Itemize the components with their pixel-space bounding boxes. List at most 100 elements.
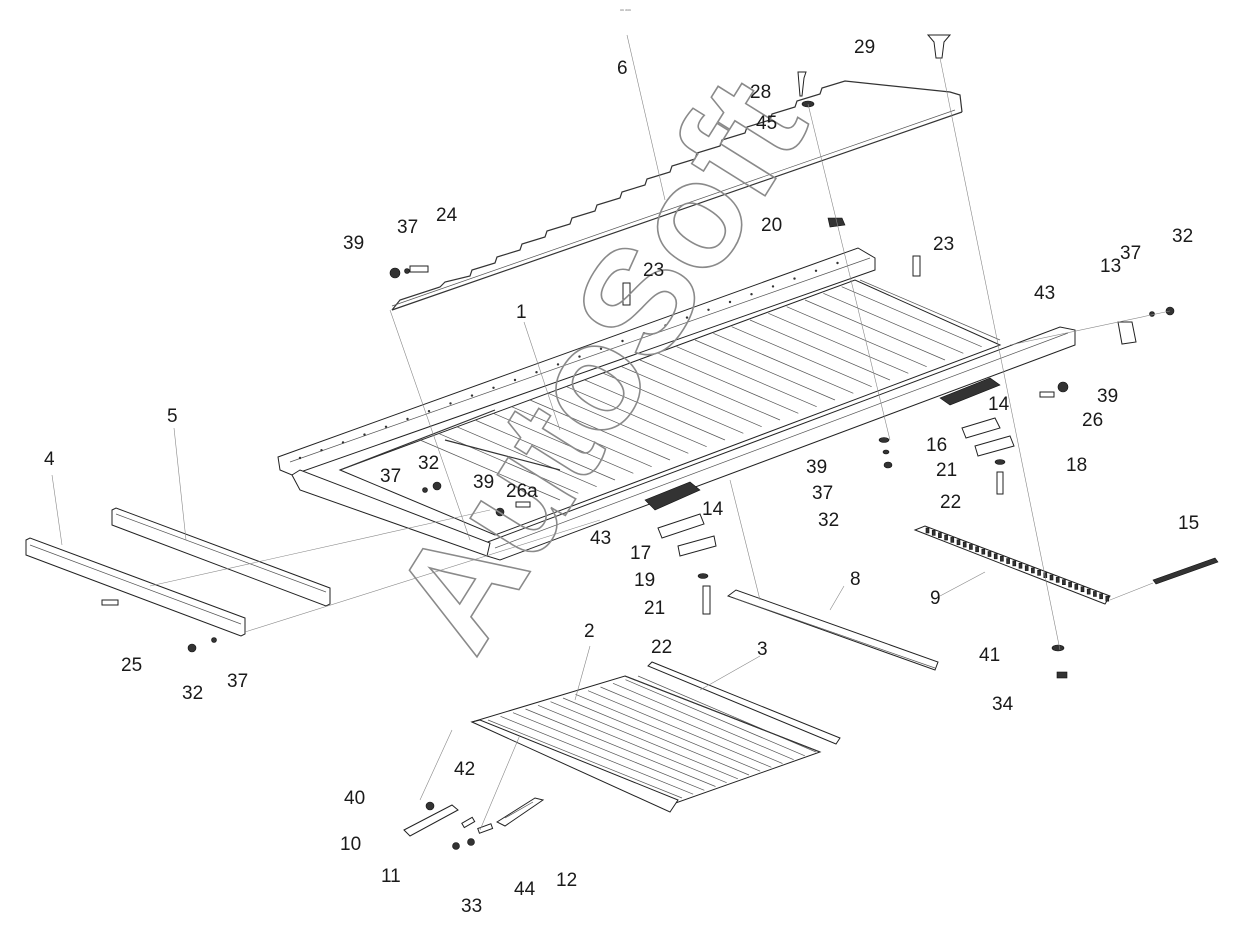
slat [474,419,616,481]
slat [859,279,1001,341]
serration-tooth [1006,558,1010,564]
serration-tooth [1024,565,1029,571]
bolt-hole [771,285,775,288]
serration-tooth [1018,562,1023,569]
bolt-hole [406,417,409,421]
slat [639,359,781,421]
bolt-hole [298,456,302,460]
label-23-a: 23 [643,260,664,281]
bolt-hole [642,332,646,335]
label-8: 8 [850,569,861,590]
bolt-hole [492,386,495,389]
slat [612,683,794,760]
bolt-hole [599,347,603,350]
bolt-hole [341,441,345,444]
label-10: 10 [340,834,361,855]
slat [511,406,652,467]
serration-tooth [1068,581,1072,588]
slat [419,439,561,501]
bolt-hole [664,324,667,327]
bolt-hole [814,269,818,272]
serration-tooth [1080,586,1085,593]
label-37-e: 37 [227,671,248,692]
bolt-hole [556,363,560,366]
slat [550,701,738,780]
label-2: 2 [584,621,595,642]
serration-tooth [1000,555,1004,562]
label-3: 3 [757,639,768,660]
label-22-b: 22 [651,637,672,658]
label-44: 44 [514,879,536,900]
serration-tooth [950,537,955,543]
label-4: 4 [44,449,55,470]
slat [625,679,805,757]
label-45: 45 [756,113,777,134]
slat [487,719,683,799]
serration-tooth [938,532,942,539]
part-8-angle-bar [726,589,939,671]
slat [731,326,872,387]
serration-tooth [956,539,961,546]
slat [786,306,927,367]
slat [823,293,964,354]
slat [525,708,716,787]
label-15: 15 [1178,513,1199,534]
serration-tooth [1012,560,1017,567]
label-29: 29 [854,37,875,58]
bolt-hole [685,316,689,319]
label-20: 20 [761,215,782,236]
leader-lines [51,34,1171,831]
slat [512,712,705,791]
serration-tooth [969,544,973,550]
slat [749,319,891,381]
label-6: 6 [617,58,628,79]
label-21-a: 21 [936,460,957,481]
serration-tooth [944,534,948,541]
part-6-toothed-bar [391,80,963,311]
serration-tooth [962,541,967,548]
slat [493,413,634,474]
label-11: 11 [381,866,401,887]
label-25: 25 [121,655,142,676]
bolt-hole [535,371,538,374]
bolt-hole [793,277,796,280]
serration-tooth [1031,567,1035,574]
label-13: 13 [1100,256,1121,277]
slat [537,705,727,783]
label-18: 18 [1066,455,1087,476]
slat [600,686,783,764]
serration-tooth [1086,588,1091,595]
serration-tooth [987,551,992,557]
serration-tooth [981,548,986,555]
label-12: 12 [556,870,577,891]
label-1: 1 [516,302,527,323]
part-5-strip [111,507,331,607]
header-text: ᵃᵃ ᵃᵃᵃ [620,8,631,14]
slat [562,697,750,776]
slat [768,313,909,374]
label-26: 26 [1082,410,1103,431]
label-42: 42 [454,759,475,780]
slat [841,286,982,347]
label-9: 9 [930,588,941,609]
part-10-link [403,804,459,837]
label-28: 28 [750,82,771,103]
label-21-b: 21 [644,598,665,619]
label-14-b: 14 [702,499,724,520]
label-17: 17 [630,543,651,564]
slat [584,379,726,441]
bolt-hole [728,300,732,304]
label-39-b: 39 [1097,386,1118,407]
slat [438,433,579,494]
part-3-bar [647,661,841,745]
part-12-slotted-plate [495,797,545,827]
bolt-hole [621,339,624,343]
label-5: 5 [167,406,178,427]
label-33: 33 [461,896,482,917]
serration-tooth [993,553,998,560]
bolt-hole [384,425,388,428]
serration-tooth [1037,569,1041,576]
label-26a: 26a [506,481,538,502]
label-39-c: 39 [473,472,494,493]
slat [456,426,597,487]
